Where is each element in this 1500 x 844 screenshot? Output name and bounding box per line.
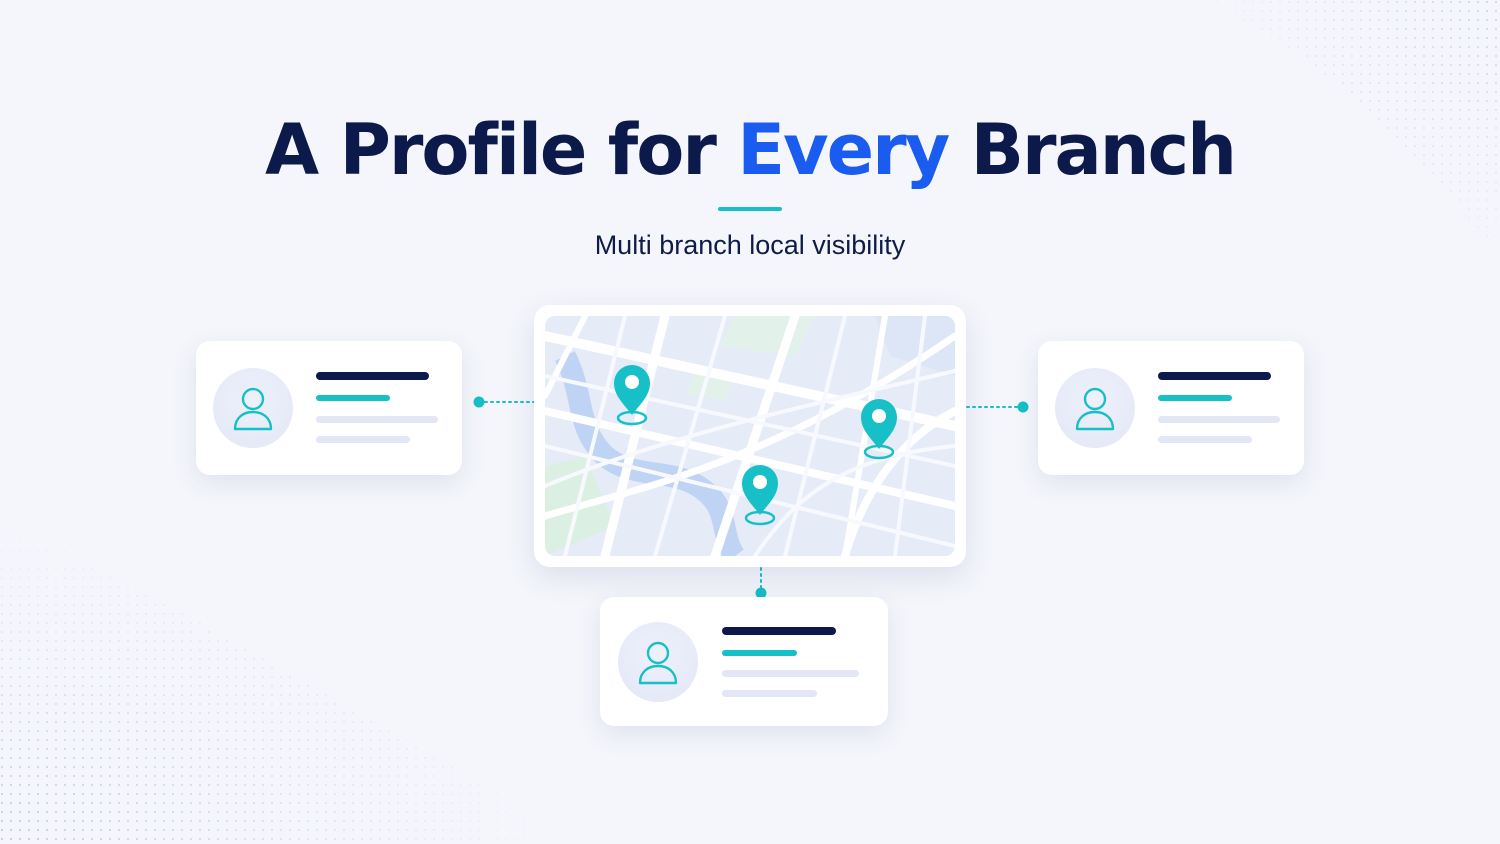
page-title: A Profile for Every Branch xyxy=(0,108,1500,192)
placeholder-line-detail xyxy=(722,670,859,677)
placeholder-line-detail xyxy=(722,690,817,697)
branch-profile-card-right xyxy=(1038,341,1304,475)
avatar xyxy=(1055,368,1135,448)
placeholder-line-detail xyxy=(316,416,438,423)
placeholder-line-name xyxy=(722,627,836,635)
title-part-2: Branch xyxy=(948,109,1237,191)
user-icon xyxy=(233,387,273,431)
subtitle: Multi branch local visibility xyxy=(594,230,906,260)
placeholder-line-category xyxy=(316,395,390,401)
user-icon xyxy=(638,641,678,685)
city-map xyxy=(545,316,955,556)
avatar xyxy=(618,622,698,702)
placeholder-line-category xyxy=(722,650,797,656)
map-pin-icon xyxy=(742,465,778,526)
title-underline xyxy=(718,207,782,211)
placeholder-line-name xyxy=(316,372,429,380)
connector-dot-right xyxy=(1017,401,1029,413)
placeholder-line-detail xyxy=(1158,416,1280,423)
branch-profile-card-bottom xyxy=(600,597,888,726)
avatar xyxy=(213,368,293,448)
branch-profile-card-left xyxy=(196,341,462,475)
placeholder-line-name xyxy=(1158,372,1271,380)
placeholder-line-category xyxy=(1158,395,1232,401)
placeholder-line-detail xyxy=(1158,436,1252,443)
title-part-1: A Profile for xyxy=(265,109,738,191)
placeholder-line-detail xyxy=(316,436,410,443)
connector-dot-left xyxy=(473,396,485,408)
title-accent-word: Every xyxy=(737,109,950,191)
map-pin-icon xyxy=(614,365,650,426)
map-pin-icon xyxy=(861,399,897,460)
user-icon xyxy=(1075,387,1115,431)
connector-dot-bottom xyxy=(755,587,767,599)
